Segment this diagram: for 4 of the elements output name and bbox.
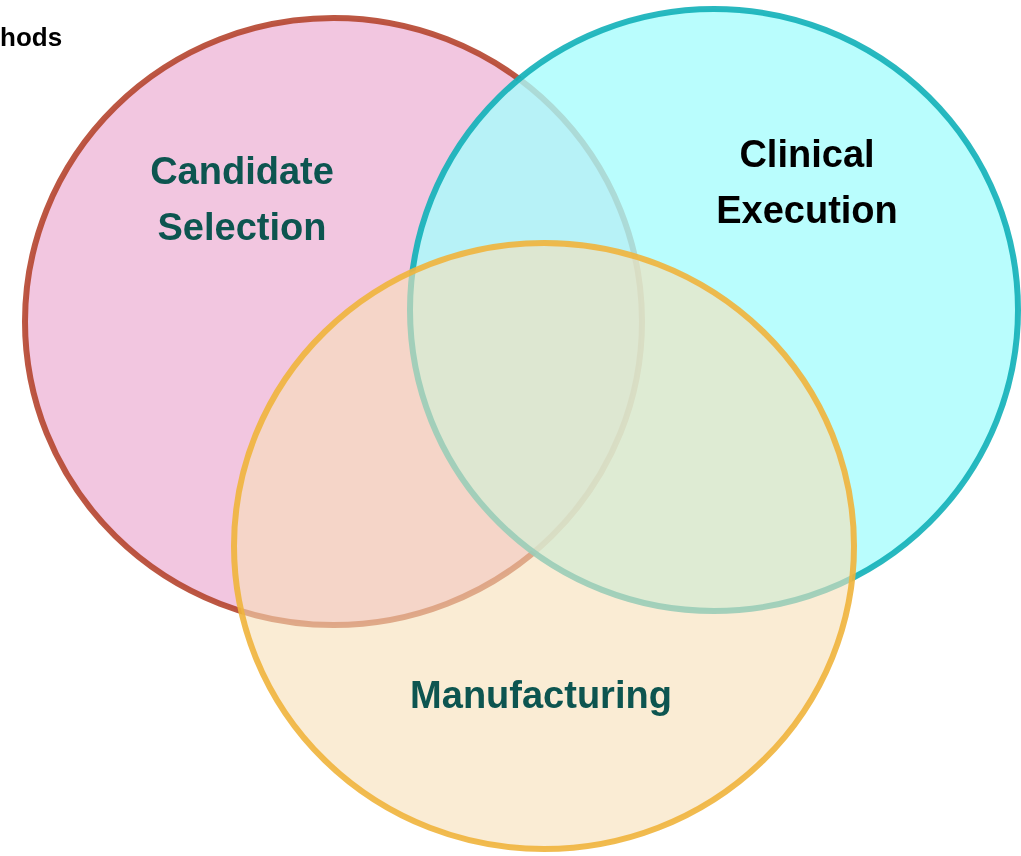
heading-fragment: hods	[0, 22, 63, 53]
circle-label: Candidate Selection	[149, 149, 335, 250]
circle-label: Clinical Execution	[715, 132, 899, 233]
circle-label: Manufacturing	[409, 673, 673, 718]
